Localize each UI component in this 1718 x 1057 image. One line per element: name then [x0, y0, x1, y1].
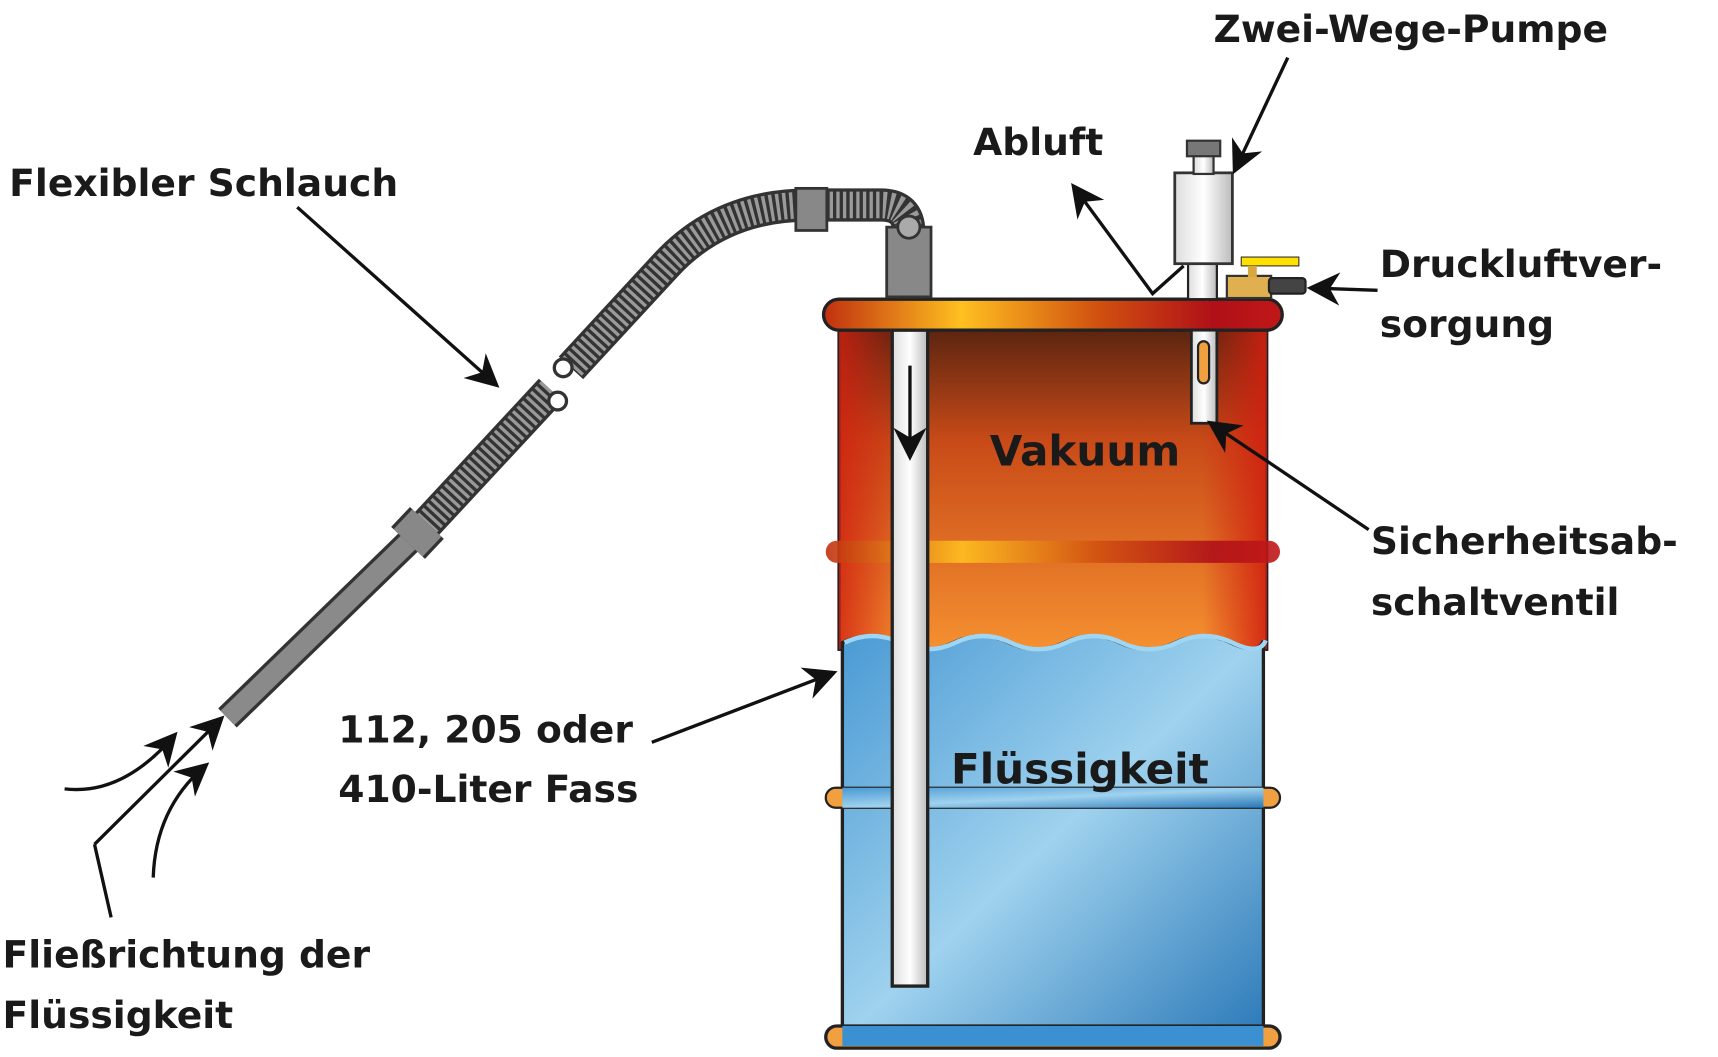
label-safety-valve-line1: Sicherheitsab- [1371, 519, 1678, 563]
label-drum-line2: 410-Liter Fass [338, 767, 638, 811]
safety-shutoff-valve [1190, 328, 1219, 425]
label-air-supply-line2: sorgung [1380, 302, 1554, 346]
label-drum-line1: 112, 205 oder [338, 707, 633, 751]
label-liquid: Flüssigkeit [951, 744, 1209, 793]
label-hose: Flexibler Schlauch [9, 161, 398, 205]
label-flow-line2: Flüssigkeit [3, 993, 234, 1037]
flexible-hose [218, 186, 933, 728]
label-vacuum: Vakuum [990, 426, 1180, 475]
dip-tube [890, 328, 930, 988]
leader-lines [64, 56, 1378, 918]
two-way-pump [1173, 139, 1307, 301]
label-flow-line1: Fließrichtung der [3, 932, 371, 976]
label-pump: Zwei-Wege-Pumpe [1214, 7, 1608, 51]
label-air-supply-line1: Druckluftver- [1380, 242, 1662, 286]
label-safety-valve-line2: schaltventil [1371, 580, 1620, 624]
label-exhaust: Abluft [973, 120, 1103, 164]
